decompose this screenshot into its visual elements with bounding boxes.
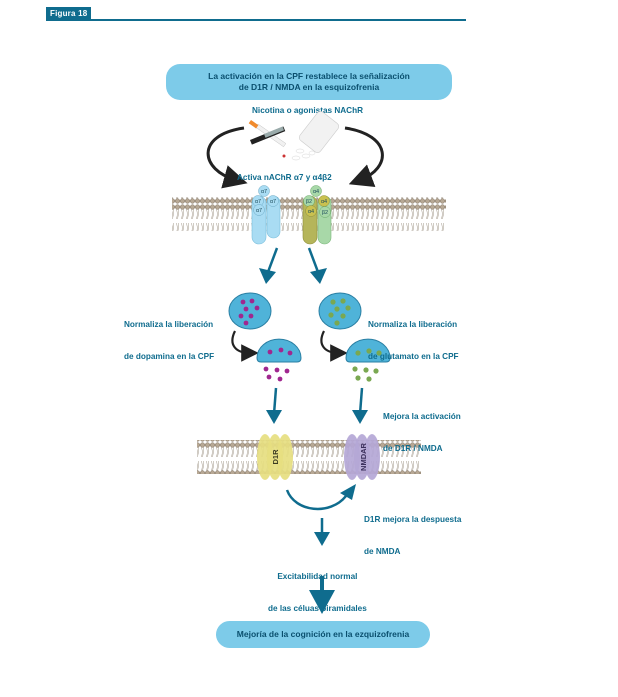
glutamate-label-line2: de glutamato en la CPF bbox=[368, 351, 459, 361]
dopamine-release-label: Normaliza la liberación de dopamina en l… bbox=[124, 299, 214, 373]
subunit-b2-1: β2 bbox=[306, 199, 312, 205]
top-box-line1: La activación en la CPF restablece la se… bbox=[208, 71, 410, 81]
glutamate-release-label: Normaliza la liberación de glutamato en … bbox=[368, 299, 459, 373]
d1r-to-nmda-arrow bbox=[285, 484, 356, 511]
bottom-outcome-box: Mejoría de la cognición en la ezquizofre… bbox=[216, 621, 430, 648]
subunit-b2-2: β2 bbox=[322, 210, 328, 216]
arrow-to-excitability bbox=[314, 518, 330, 546]
arrow-to-nmdar bbox=[352, 387, 368, 424]
membrane-bottom bbox=[197, 440, 421, 474]
figure-rule bbox=[46, 19, 466, 21]
left-curved-arrow bbox=[206, 126, 248, 189]
arrow-to-d1r bbox=[266, 387, 282, 424]
subunit-a4-3: α4 bbox=[308, 209, 314, 215]
excitability-label-line1: Excitabilidad normal bbox=[277, 572, 358, 581]
source-label: Nicotina o agonistas NAChR bbox=[252, 106, 363, 115]
alpha7-receptor bbox=[251, 185, 281, 245]
top-box-line2: de D1R / NMDA en la esquizofrenia bbox=[238, 82, 380, 92]
dopamine-label-line2: de dopamina en la CPF bbox=[124, 351, 215, 361]
glutamate-label-line1: Normaliza la liberación bbox=[368, 320, 458, 329]
activation-label-line2: de D1R / NMDA bbox=[383, 443, 443, 453]
nmdar-receptor bbox=[344, 434, 380, 480]
dopamine-vesicle bbox=[228, 292, 272, 330]
curved-arrow-dopamine bbox=[231, 330, 259, 362]
bottom-box-text: Mejoría de la cognición en la ezquizofre… bbox=[236, 629, 410, 639]
receptor-label: Activa nAChR α7 y α4β2 bbox=[237, 173, 332, 182]
activation-label: Mejora la activación de D1R / NMDA bbox=[383, 391, 461, 465]
alpha4beta2-receptor bbox=[302, 185, 332, 245]
d1r-nmda-label-line2: de NMDA bbox=[364, 546, 401, 556]
arrow-to-glutamate bbox=[307, 247, 327, 284]
d1r-receptor bbox=[257, 434, 293, 480]
dopamine-label-line1: Normaliza la liberación bbox=[124, 320, 214, 329]
subunit-a7-1: α7 bbox=[261, 189, 267, 195]
subunit-a7-4: α7 bbox=[256, 208, 262, 214]
top-summary-box: La activación en la CPF restablece la se… bbox=[166, 64, 452, 100]
activation-label-line1: Mejora la activación bbox=[383, 412, 461, 421]
excitability-label: Excitabilidad normal de las céluas piram… bbox=[268, 551, 367, 625]
subunit-a7-2: α7 bbox=[255, 199, 261, 205]
arrow-to-cognition bbox=[309, 576, 335, 614]
right-curved-arrow bbox=[344, 126, 384, 188]
cigarette-icon bbox=[248, 120, 287, 158]
d1r-nmda-label: D1R mejora la despuesta de NMDA bbox=[364, 494, 461, 568]
arrow-to-dopamine bbox=[259, 247, 279, 284]
glutamate-vesicle bbox=[318, 292, 362, 330]
nmdar-label: NMDAR bbox=[359, 442, 368, 470]
figure-tag: Figura 18 bbox=[46, 7, 92, 20]
d1r-nmda-label-line1: D1R mejora la despuesta bbox=[364, 515, 462, 524]
subunit-a7-3: α7 bbox=[270, 199, 276, 205]
subunit-a4-1: α4 bbox=[313, 189, 319, 195]
dopamine-release bbox=[256, 338, 302, 382]
subunit-a4-2: α4 bbox=[321, 199, 327, 205]
pill-bottle-icon bbox=[291, 111, 340, 161]
d1r-label: D1R bbox=[271, 449, 280, 465]
curved-arrow-glutamate bbox=[320, 330, 348, 362]
glutamate-release bbox=[345, 338, 391, 382]
excitability-label-line2: de las céluas piramidales bbox=[268, 603, 367, 613]
